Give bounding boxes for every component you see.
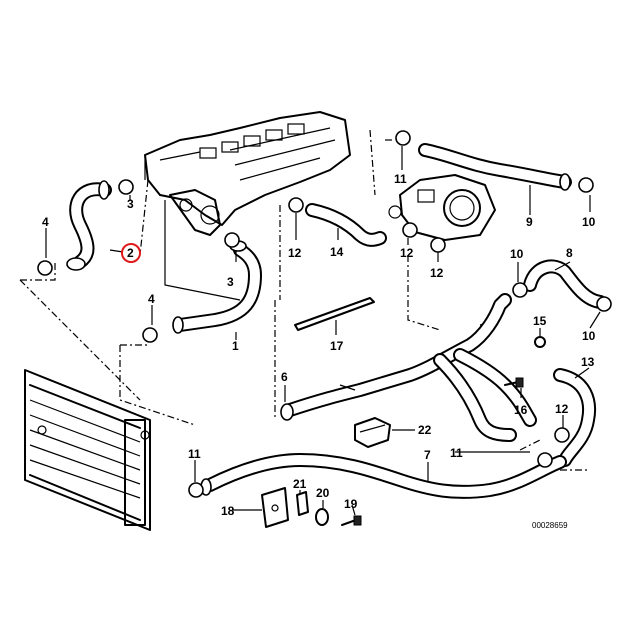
callout-17[interactable]: 17: [330, 339, 344, 353]
callout-10-lower[interactable]: 10: [582, 329, 596, 343]
callout-3-lower[interactable]: 3: [227, 275, 234, 289]
callout-18[interactable]: 18: [221, 504, 235, 518]
callout-12-a[interactable]: 12: [288, 246, 302, 260]
hose-14: [305, 203, 387, 247]
callout-8[interactable]: 8: [566, 246, 573, 260]
callout-9[interactable]: 9: [526, 215, 533, 229]
clamps: [37, 130, 612, 498]
callout-4-lower[interactable]: 4: [148, 292, 155, 306]
hose-2: [66, 180, 112, 271]
bolt-19: [341, 515, 362, 526]
engine-block: [144, 111, 351, 301]
diagram-code: 00028659: [532, 521, 568, 530]
hose-9: [418, 143, 572, 191]
callout-14[interactable]: 14: [330, 245, 344, 259]
callouts: 1 2 3 3 4 4 6 7 8 9 10 10 10 11 11 11 12…: [42, 172, 596, 530]
callout-1[interactable]: 1: [232, 339, 239, 353]
callout-13[interactable]: 13: [581, 355, 595, 369]
hose-13: [553, 368, 596, 467]
callout-6[interactable]: 6: [281, 370, 288, 384]
bolt-16: [504, 377, 524, 388]
callout-21[interactable]: 21: [293, 477, 307, 491]
callout-11-left[interactable]: 11: [188, 447, 201, 461]
hose-1: [172, 240, 262, 334]
bracket-22: [354, 417, 391, 448]
callout-10-upper[interactable]: 10: [582, 215, 596, 229]
callout-12-b[interactable]: 12: [400, 246, 414, 260]
pipe-7: [200, 453, 567, 499]
pipe-branch: [433, 348, 537, 442]
callout-4-upper[interactable]: 4: [42, 215, 49, 229]
callout-10-middle[interactable]: 10: [510, 247, 524, 261]
callout-22[interactable]: 22: [418, 423, 432, 437]
callout-15[interactable]: 15: [533, 314, 547, 328]
callout-12-c[interactable]: 12: [430, 266, 444, 280]
callout-20[interactable]: 20: [316, 486, 330, 500]
callout-3-upper[interactable]: 3: [127, 197, 134, 211]
callout-11-top[interactable]: 11: [394, 172, 407, 186]
clip-21: [296, 491, 309, 516]
callout-11-right[interactable]: 11: [450, 446, 463, 460]
leader-lines: [45, 146, 601, 516]
callout-16[interactable]: 16: [514, 403, 528, 417]
hose-8: [523, 259, 607, 309]
callout-2-highlight-ring: [121, 243, 141, 263]
callout-2[interactable]: 2: [127, 246, 134, 260]
callout-7[interactable]: 7: [424, 448, 431, 462]
strap-17: [294, 297, 375, 331]
radiator: [24, 369, 151, 531]
grommet-20: [315, 508, 329, 526]
nut-15: [534, 336, 546, 348]
callout-12-d[interactable]: 12: [555, 402, 569, 416]
bracket-18: [261, 487, 289, 528]
callout-19[interactable]: 19: [344, 497, 358, 511]
